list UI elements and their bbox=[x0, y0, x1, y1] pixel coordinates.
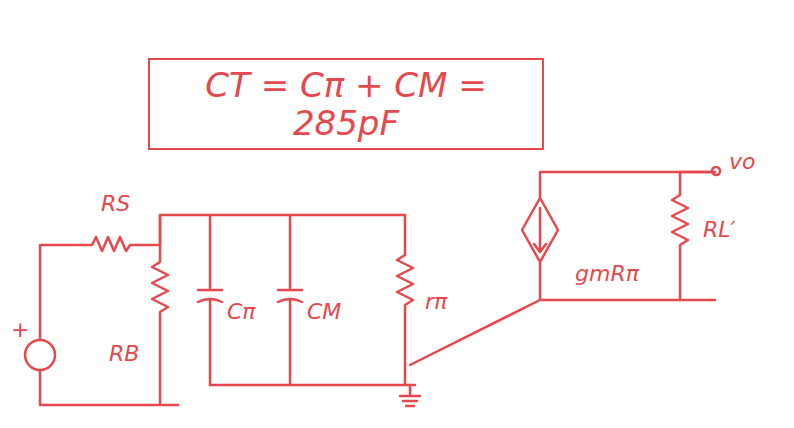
component-label: RS bbox=[100, 192, 131, 216]
resistor-symbol bbox=[152, 215, 168, 405]
component-label: Cπ bbox=[226, 300, 257, 324]
ground-symbol bbox=[400, 385, 420, 406]
component-label: CM bbox=[306, 300, 342, 324]
dependent-source bbox=[522, 198, 558, 262]
wire bbox=[680, 171, 712, 174]
wire bbox=[210, 384, 415, 387]
component-label: gmRπ bbox=[574, 262, 640, 286]
component-label: rπ bbox=[424, 290, 448, 314]
component-label: RB bbox=[108, 342, 140, 366]
resistor-symbol bbox=[397, 215, 413, 385]
component-label: RL′ bbox=[702, 218, 737, 242]
component-label: vo bbox=[728, 150, 756, 174]
component-label: + bbox=[10, 318, 30, 342]
resistor-symbol bbox=[672, 172, 688, 300]
wire bbox=[40, 370, 178, 405]
terminal bbox=[712, 167, 720, 175]
formula-text: CT = Cπ + CM = 285pF bbox=[164, 66, 528, 142]
voltage-source bbox=[25, 340, 55, 370]
capacitor-symbol bbox=[278, 215, 302, 385]
formula-box: CT = Cπ + CM = 285pF bbox=[148, 58, 544, 150]
capacitor-symbol bbox=[198, 215, 222, 385]
wire bbox=[540, 172, 715, 300]
wire bbox=[40, 215, 405, 340]
